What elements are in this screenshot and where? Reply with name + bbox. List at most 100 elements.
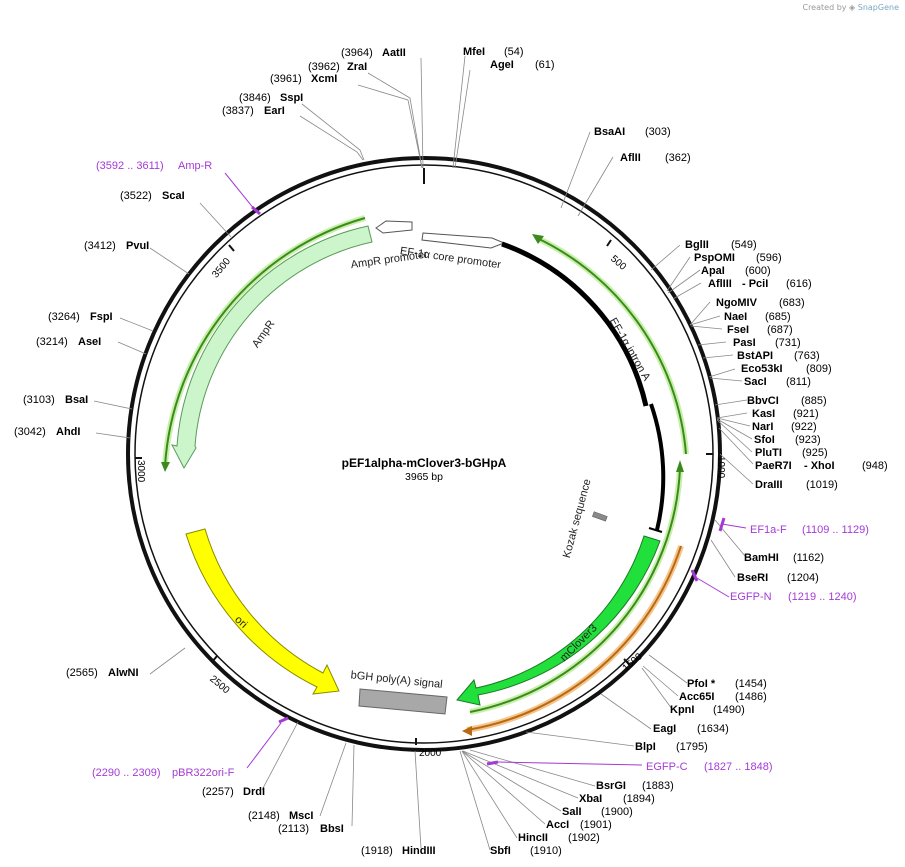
site-name: PspOMI xyxy=(694,252,735,264)
site-position: (1490) xyxy=(713,704,745,716)
bgh-polya-signal-bar xyxy=(358,688,448,715)
site-position: (1910) xyxy=(530,845,562,857)
site-position: (921) xyxy=(793,408,819,420)
tick-mark xyxy=(606,239,612,247)
site-name: FseI xyxy=(727,324,749,336)
tick-label-500: 500 xyxy=(608,254,628,273)
tick-label-3000: 3000 xyxy=(135,460,146,483)
site-labels-right: MfeI (54) AgeI (61) BsaAI (303) AflII (3… xyxy=(463,46,888,857)
site-name: BbsI xyxy=(320,823,344,835)
inner-features xyxy=(171,220,666,715)
site-name: DraIII xyxy=(755,479,783,491)
site-name: PasI xyxy=(733,337,756,349)
primer-leader-egfp-n xyxy=(696,577,730,598)
outer-feature-bars xyxy=(161,215,689,736)
site-position: (3846) xyxy=(239,92,271,104)
ef1a-outer-bar xyxy=(536,237,687,455)
site-position: (596) xyxy=(756,252,782,264)
site-position: (3214) xyxy=(36,336,68,348)
ef1a-intron-a-end-arc xyxy=(649,403,666,531)
orange-bar xyxy=(466,545,682,731)
site-name: BlpI xyxy=(635,741,656,753)
site-position: (1795) xyxy=(676,741,708,753)
site-name: KpnI xyxy=(670,704,694,716)
kozak-sequence-marker xyxy=(592,511,608,522)
site-name: BsrGI xyxy=(596,780,626,792)
feature-label-ampr: AmpR xyxy=(250,318,277,350)
site-name: PfoI * xyxy=(687,678,716,690)
site-position: (1634) xyxy=(697,723,729,735)
site-name: AccI xyxy=(546,819,569,831)
site-position: (1902) xyxy=(568,832,600,844)
site-position: (685) xyxy=(765,311,791,323)
site-position: (809) xyxy=(806,363,832,375)
site-name: DrdI xyxy=(243,786,265,798)
primer-marker-pbr322ori-f xyxy=(278,716,289,724)
snapgene-credit[interactable]: Created by ◈ SnapGene xyxy=(802,3,899,12)
ampr-arrow xyxy=(171,225,373,470)
primer-range: (3592 .. 3611) xyxy=(96,160,164,172)
site-name: SfoI xyxy=(754,434,775,446)
site-position: (2257) xyxy=(202,786,234,798)
site-position: (600) xyxy=(745,265,771,277)
ampr-outer-arrowhead xyxy=(161,462,170,472)
site-position: (3264) xyxy=(48,311,80,323)
site-name: SspI xyxy=(280,92,303,104)
site-name-suffix: - XhoI xyxy=(804,460,835,472)
tick-mark xyxy=(623,658,631,666)
site-leader-lines xyxy=(93,55,754,851)
snapgene-logo-icon: ◈ xyxy=(849,3,856,12)
site-position: (2565) xyxy=(66,667,98,679)
site-name: BseRI xyxy=(737,572,768,584)
site-position: (1894) xyxy=(623,793,655,805)
site-position: (1901) xyxy=(580,819,612,831)
tick-label-2000: 2000 xyxy=(419,748,442,759)
site-name: BsaI xyxy=(65,394,88,406)
feature-label-ef1a-intron: EF-1α intron A xyxy=(607,316,653,384)
site-name: SalI xyxy=(562,806,582,818)
primer-name: Amp-R xyxy=(178,160,212,172)
site-position: (61) xyxy=(535,59,555,71)
site-name: FspI xyxy=(90,311,113,323)
tick-label-3500: 3500 xyxy=(210,256,233,280)
site-name: AlwNI xyxy=(108,667,139,679)
site-name: HincII xyxy=(518,832,548,844)
tick-mark xyxy=(211,655,218,663)
credit-brand: SnapGene xyxy=(857,3,899,12)
site-position: (54) xyxy=(504,46,524,58)
site-position: (731) xyxy=(775,337,801,349)
site-name: PaeR7I xyxy=(755,460,792,472)
site-name: BsaAI xyxy=(594,126,625,138)
credit-prefix: Created by xyxy=(802,3,847,12)
ef1a-intron-a-arc xyxy=(501,241,649,407)
site-position: (1162) xyxy=(793,552,824,564)
mclover3-outer-arrowhead xyxy=(676,460,684,472)
site-name: AgeI xyxy=(490,59,514,71)
site-name: XbaI xyxy=(579,793,602,805)
site-name-suffix: - PciI xyxy=(742,278,768,290)
site-name: NgoMIV xyxy=(716,297,758,309)
primer-name: EGFP-C xyxy=(646,761,688,773)
site-position: (3961) xyxy=(270,73,302,85)
primer-labels: (3592 .. 3611) Amp-R EF1a-F (1109 .. 112… xyxy=(92,160,869,779)
site-position: (3042) xyxy=(14,426,46,438)
site-name: BstAPI xyxy=(737,350,773,362)
site-position: (3522) xyxy=(120,190,152,202)
site-name: AhdI xyxy=(56,426,80,438)
site-position: (3964) xyxy=(341,47,373,59)
primer-marker-egfp-n xyxy=(690,569,699,582)
site-position: (3962) xyxy=(308,61,340,73)
ampr-promoter-arrow xyxy=(375,220,413,234)
feature-label-ef1a-core-promoter: EF-1α core promoter xyxy=(399,245,502,271)
feature-label-mclover3: mClover3 xyxy=(558,622,600,664)
primer-markers xyxy=(224,172,747,769)
primer-range: (1827 .. 1848) xyxy=(704,761,773,773)
site-name: NarI xyxy=(752,421,773,433)
plasmid-name: pEF1alpha-mClover3-bGHpA xyxy=(342,456,507,470)
site-name: MscI xyxy=(289,810,313,822)
primer-leader-ef1a-f xyxy=(721,523,747,529)
ef1a-end-cap xyxy=(648,527,663,533)
site-name: MfeI xyxy=(463,46,485,58)
site-position: (811) xyxy=(786,376,811,388)
